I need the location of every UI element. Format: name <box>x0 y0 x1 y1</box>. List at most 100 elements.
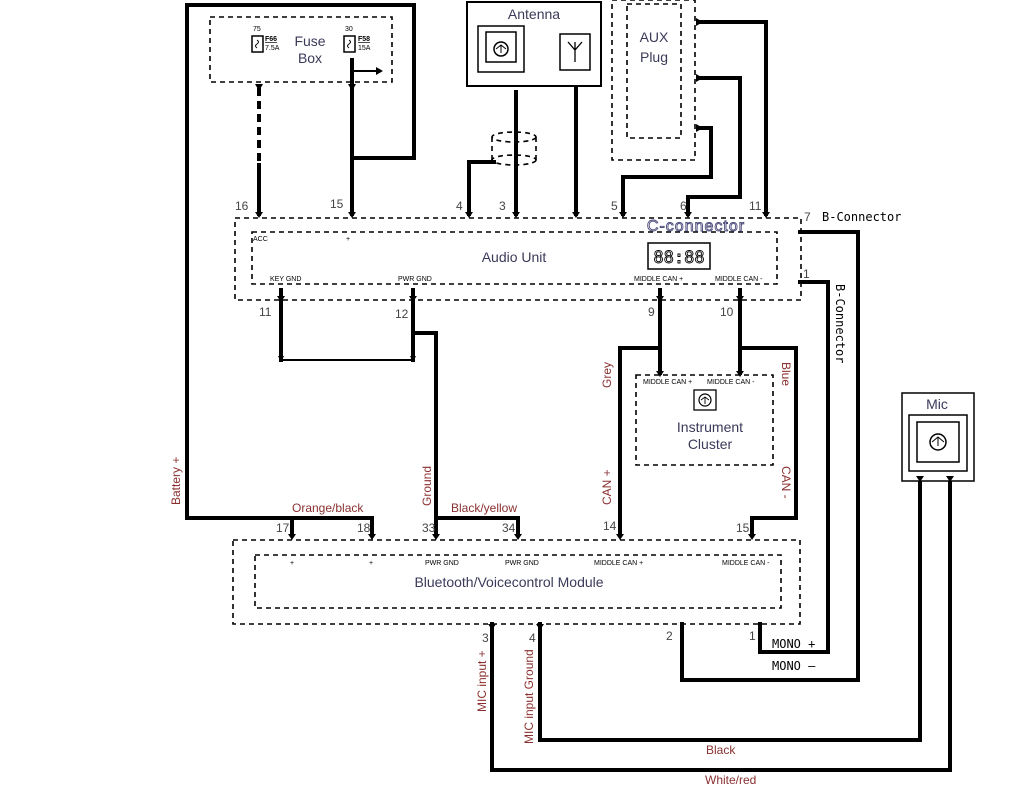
can-minus-wire <box>738 288 798 534</box>
cluster-can-minus-label: MIDDLE CAN - <box>707 379 755 386</box>
pin-7: 7 <box>804 210 811 224</box>
audio-unit-inner <box>251 231 778 285</box>
key-gnd-label: KEY GND <box>270 276 301 283</box>
fuse-15-arrow-icon <box>348 84 356 91</box>
instrument-cluster-outline <box>635 374 774 466</box>
plus-label: + <box>346 236 350 243</box>
black-label: Black <box>706 743 736 757</box>
fuse-box-label-2: Box <box>298 50 322 66</box>
black-yellow-wire <box>434 516 520 534</box>
cluster-can-plus-label: MIDDLE CAN + <box>643 379 692 386</box>
blue-label: Blue <box>779 362 793 386</box>
mic-label: Mic <box>926 396 948 412</box>
bt-pin-1: 1 <box>749 629 756 643</box>
pin-key-gnd: 11 <box>259 305 272 319</box>
fuse-f58-top: 30 <box>345 26 353 33</box>
b-connector-pin7-wire <box>680 230 860 682</box>
b-connector-label-side: B-Connector <box>833 284 847 363</box>
bt-pin-18: 18 <box>357 521 371 535</box>
bt-pin-34: 34 <box>502 521 516 535</box>
mono-plus-label: MONO + <box>772 637 815 651</box>
clock-display-value: 88:88 <box>653 248 704 268</box>
aux-pin11-wire <box>696 20 768 216</box>
aux-label-1: AUX <box>640 29 669 45</box>
can-plus-wire <box>618 288 662 534</box>
wire-labels: Battery + Orange/black Ground Black/yell… <box>169 362 816 787</box>
mono-minus-label: MONO – <box>772 659 816 673</box>
fuse-f66-id: F66 <box>265 36 277 43</box>
bt-pin-4: 4 <box>529 631 536 645</box>
can-plus-label: MIDDLE CAN + <box>634 276 683 283</box>
mic-box: Mic <box>901 392 975 482</box>
aux-outline-inner <box>626 3 682 139</box>
can-plus-wire-label: CAN + <box>600 469 614 505</box>
battery-wire <box>185 3 416 534</box>
pin-3: 3 <box>499 199 506 213</box>
clock-display <box>647 242 711 270</box>
grey-label: Grey <box>600 362 614 388</box>
fuse-box: Fuse Box 75 F66 7.5A 30 F58 15A <box>209 16 393 91</box>
pin-16: 16 <box>235 199 249 213</box>
can-minus-label: MIDDLE CAN - <box>715 276 763 283</box>
bt-pin-15: 15 <box>736 521 750 535</box>
bt-pin14-label: MIDDLE CAN + <box>594 560 643 567</box>
arrow-right-icon <box>376 67 383 75</box>
pin-11: 11 <box>749 199 762 213</box>
antenna-pin4-wire <box>467 160 496 216</box>
aux-label-2: Plug <box>640 49 668 65</box>
bt-pin15-label: MIDDLE CAN - <box>722 560 770 567</box>
pwr-gnd-label: PWR GND <box>398 276 432 283</box>
mic-input-ground-label: MIC input Ground <box>522 649 536 744</box>
ground-wire <box>411 331 438 534</box>
pin-can-plus: 9 <box>648 305 655 319</box>
wires <box>185 3 952 772</box>
ground-label: Ground <box>420 466 434 506</box>
bt-module-outer <box>232 539 801 625</box>
can-minus-wire-label: CAN - <box>779 466 793 499</box>
antenna-box: Antenna <box>466 1 602 87</box>
fuse-f58-id: F58 <box>358 36 370 43</box>
orange-black-label: Orange/black <box>292 501 364 515</box>
fuse-f66-rating: 7.5A <box>265 45 280 52</box>
bt-module-label: Bluetooth/Voicecontrol Module <box>414 574 603 590</box>
pin-1: 1 <box>803 267 810 281</box>
fuse-16-arrow-icon <box>255 84 263 91</box>
bt-pin-17: 17 <box>276 521 290 535</box>
bt-pin-2: 2 <box>666 629 673 643</box>
white-red-label: White/red <box>705 773 756 787</box>
c-connector-label: C-connector <box>647 218 745 235</box>
mic-input-plus-label: MIC input + <box>475 650 489 712</box>
aux-pin5-wire <box>621 126 713 216</box>
mic-input-wire <box>490 473 952 772</box>
bluetooth-module: Bluetooth/Voicecontrol Module + + PWR GN… <box>232 519 801 645</box>
pin-15: 15 <box>330 197 344 211</box>
pin-can-minus: 10 <box>720 305 734 319</box>
b-connector-label-top: B-Connector <box>822 210 901 224</box>
pin-5: 5 <box>611 199 618 213</box>
bt-module-inner <box>254 554 782 609</box>
instrument-cluster: MIDDLE CAN + MIDDLE CAN - Instrument Clu… <box>635 371 774 466</box>
bt-pin34-label: PWR GND <box>505 560 539 567</box>
aux-plug: AUX Plug <box>611 0 703 161</box>
fuse-f58-rating: 15A <box>358 45 371 52</box>
battery-label: Battery + <box>169 457 183 505</box>
pin-pwr-gnd: 12 <box>395 307 409 321</box>
cluster-label-2: Cluster <box>688 436 733 452</box>
b-connector-pin1-wire <box>758 280 830 654</box>
aux-pin-arrow-icon <box>696 124 703 132</box>
fuse-f66-top: 75 <box>253 26 261 33</box>
antenna-label: Antenna <box>508 6 560 22</box>
cluster-label-1: Instrument <box>677 419 743 435</box>
bt-pin18-label: + <box>369 560 373 567</box>
audio-unit: Audio Unit C-connector 88:88 ACC + KEY G… <box>234 197 811 362</box>
aux-pin-arrow-icon <box>696 18 703 26</box>
audio-unit-outer <box>234 217 802 301</box>
fuse-box-label-1: Fuse <box>294 33 325 49</box>
aux-pin-arrow-icon <box>696 74 703 82</box>
mic-ground-wire <box>538 473 922 742</box>
fuse-box-outline <box>209 16 393 83</box>
aux-outline-outer <box>611 0 696 161</box>
audio-unit-label: Audio Unit <box>482 249 547 265</box>
black-yellow-label: Black/yellow <box>451 501 517 515</box>
